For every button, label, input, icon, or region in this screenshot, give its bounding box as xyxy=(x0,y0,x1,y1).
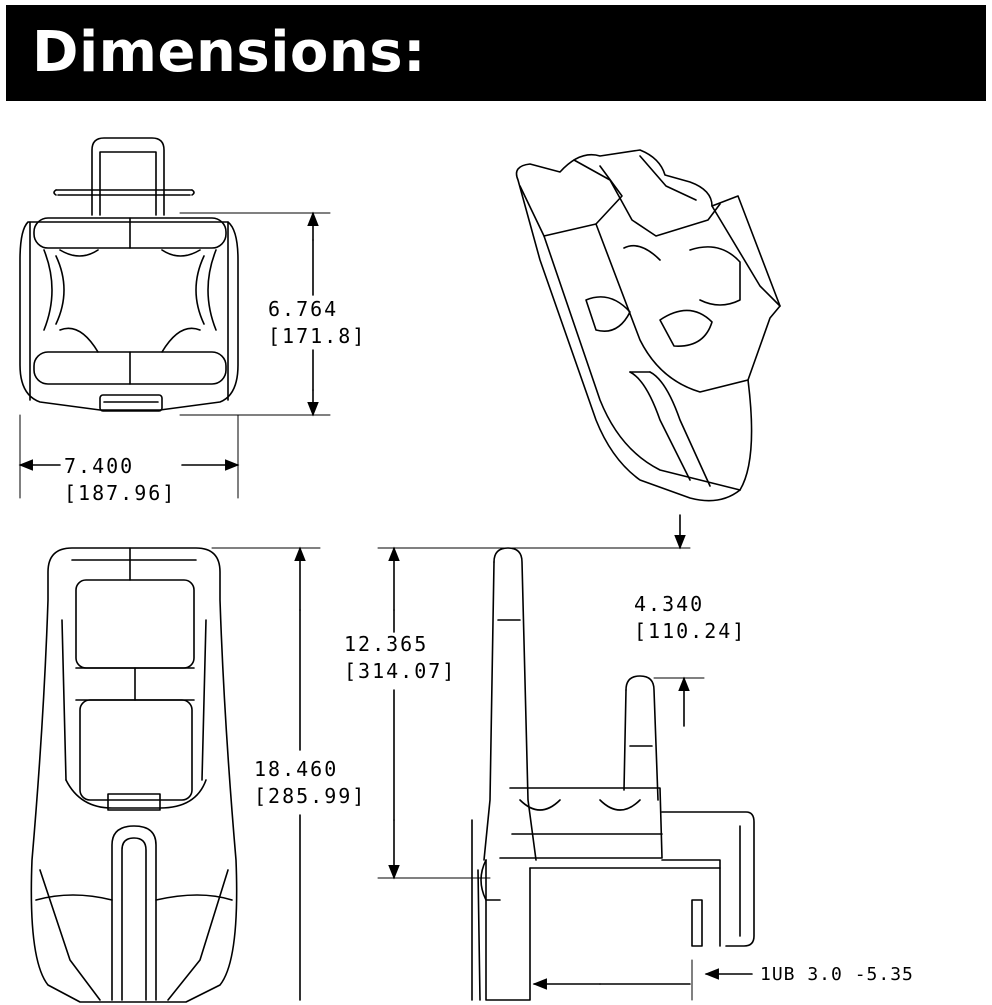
dimension-labels: 6.764 [171.8] 7.400 [187.96] 12.365 [314… xyxy=(64,297,914,985)
dim-top-width-mm: [187.96] xyxy=(64,481,176,505)
dim-side-height-mm: [314.07] xyxy=(344,659,456,683)
side-view xyxy=(377,514,755,1001)
dim-top-height-in: 6.764 xyxy=(268,297,338,321)
dim-side-height-in: 12.365 xyxy=(344,632,428,656)
dim-front-height-mm: [285.99] xyxy=(254,784,366,808)
dim-offset-in: 4.340 xyxy=(634,592,704,616)
dim-top-height-mm: [171.8] xyxy=(268,324,366,348)
header-bar: Dimensions: xyxy=(6,5,986,101)
dim-offset-mm: [110.24] xyxy=(634,619,746,643)
top-view xyxy=(18,137,331,499)
page-title: Dimensions: xyxy=(32,20,426,85)
front-view xyxy=(30,546,321,1003)
clamp-note: 1UB 3.0 -5.35 xyxy=(760,964,914,985)
dim-top-width-in: 7.400 xyxy=(64,454,134,478)
dim-front-height-in: 18.460 xyxy=(254,757,338,781)
isometric-view xyxy=(515,149,781,502)
